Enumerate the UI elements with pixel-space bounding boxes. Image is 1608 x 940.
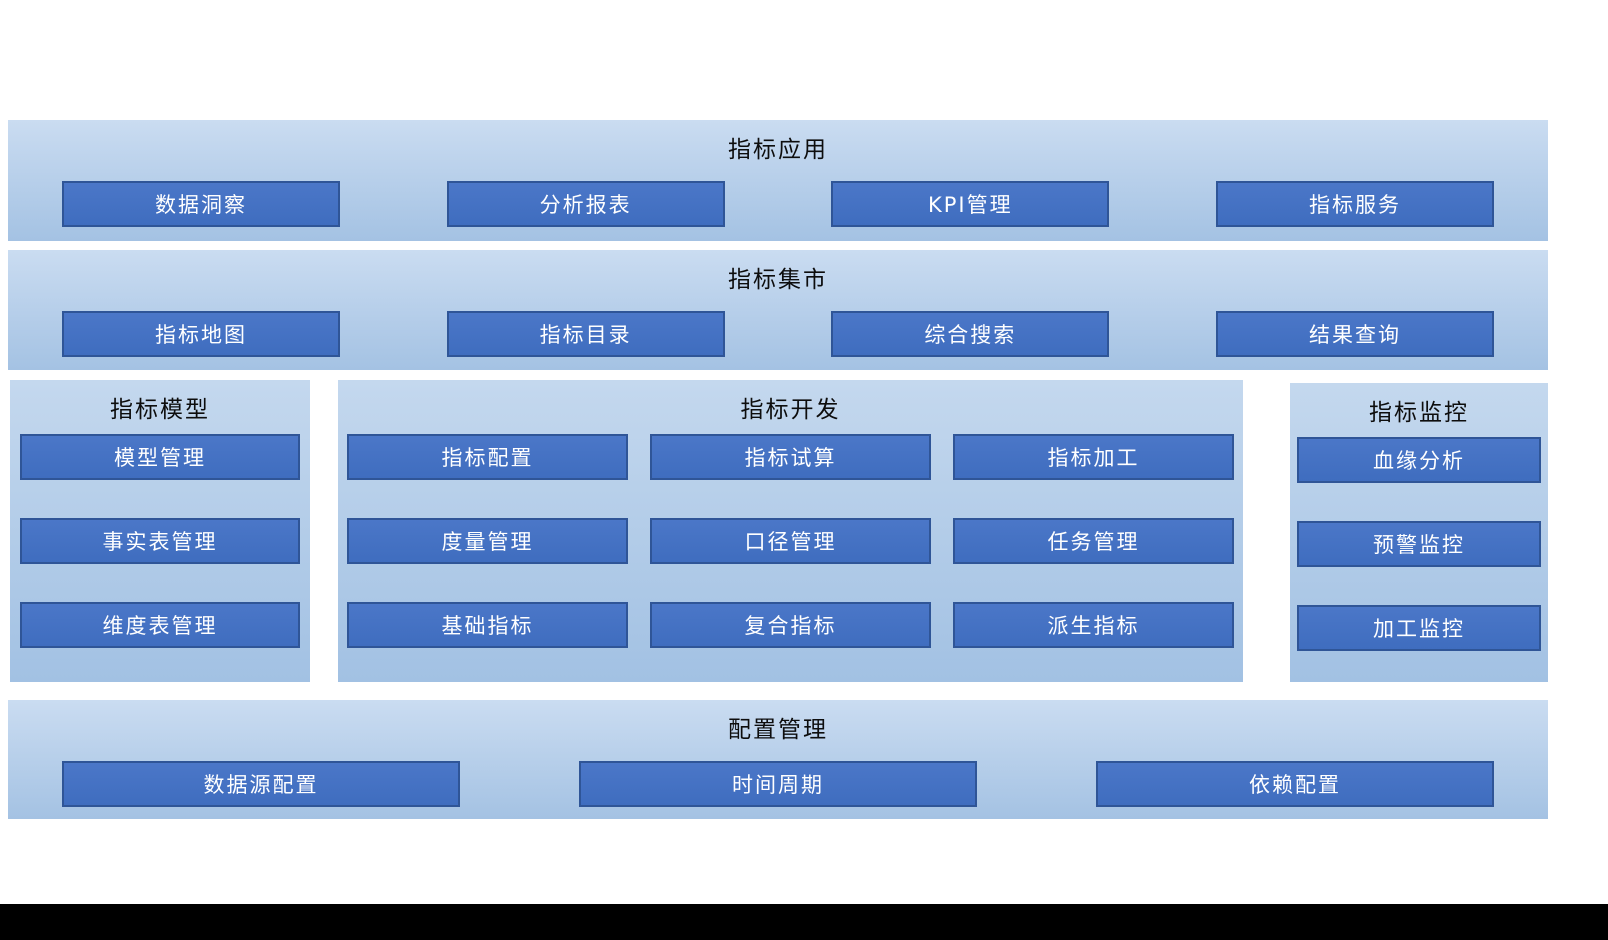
box-composite-metric: 复合指标 xyxy=(650,602,931,648)
section-indicator-model: 指标模型 模型管理 事实表管理 维度表管理 xyxy=(10,380,310,682)
box-derived-metric: 派生指标 xyxy=(953,602,1234,648)
box-measure-management: 度量管理 xyxy=(347,518,628,564)
box-basic-metric: 基础指标 xyxy=(347,602,628,648)
box-datasource-config: 数据源配置 xyxy=(62,761,460,807)
module-row: 指标地图 指标目录 综合搜索 结果查询 xyxy=(8,311,1548,357)
box-fact-table-management: 事实表管理 xyxy=(20,518,300,564)
box-task-management: 任务管理 xyxy=(953,518,1234,564)
section-indicator-development: 指标开发 指标配置 指标试算 指标加工 度量管理 口径管理 任务管理 基础指标 … xyxy=(338,380,1243,682)
box-metric-catalog: 指标目录 xyxy=(446,311,725,357)
box-result-query: 结果查询 xyxy=(1215,311,1494,357)
section-title: 指标监控 xyxy=(1369,400,1469,426)
section-configuration-management: 配置管理 数据源配置 时间周期 依赖配置 xyxy=(8,700,1548,819)
box-dependency-config: 依赖配置 xyxy=(1096,761,1494,807)
module-grid: 指标配置 指标试算 指标加工 度量管理 口径管理 任务管理 基础指标 复合指标 … xyxy=(338,434,1243,648)
bottom-black-bar xyxy=(0,904,1608,940)
module-stack: 模型管理 事实表管理 维度表管理 xyxy=(10,434,310,648)
box-metric-map: 指标地图 xyxy=(62,311,340,357)
box-dimension-table-management: 维度表管理 xyxy=(20,602,300,648)
box-caliber-management: 口径管理 xyxy=(650,518,931,564)
box-alert-monitoring: 预警监控 xyxy=(1297,521,1541,567)
section-indicator-monitoring: 指标监控 血缘分析 预警监控 加工监控 xyxy=(1290,383,1548,682)
module-row: 数据洞察 分析报表 KPI管理 指标服务 xyxy=(8,181,1548,227)
section-indicator-market: 指标集市 指标地图 指标目录 综合搜索 结果查询 xyxy=(8,250,1548,370)
module-row: 数据源配置 时间周期 依赖配置 xyxy=(8,761,1548,807)
module-stack: 血缘分析 预警监控 加工监控 xyxy=(1290,437,1548,651)
section-title: 指标集市 xyxy=(728,267,828,293)
section-title: 配置管理 xyxy=(728,717,828,743)
box-comprehensive-search: 综合搜索 xyxy=(831,311,1110,357)
section-title: 指标模型 xyxy=(110,397,210,423)
box-metric-config: 指标配置 xyxy=(347,434,628,480)
box-metric-processing: 指标加工 xyxy=(953,434,1234,480)
box-lineage-analysis: 血缘分析 xyxy=(1297,437,1541,483)
section-indicator-application: 指标应用 数据洞察 分析报表 KPI管理 指标服务 xyxy=(8,120,1548,241)
box-analysis-report: 分析报表 xyxy=(446,181,725,227)
box-processing-monitoring: 加工监控 xyxy=(1297,605,1541,651)
box-kpi-management: KPI管理 xyxy=(831,181,1110,227)
box-data-insight: 数据洞察 xyxy=(62,181,340,227)
section-title: 指标应用 xyxy=(728,137,828,163)
box-model-management: 模型管理 xyxy=(20,434,300,480)
box-time-period: 时间周期 xyxy=(579,761,977,807)
box-metric-service: 指标服务 xyxy=(1215,181,1494,227)
section-title: 指标开发 xyxy=(740,397,841,423)
box-metric-trial-calc: 指标试算 xyxy=(650,434,931,480)
